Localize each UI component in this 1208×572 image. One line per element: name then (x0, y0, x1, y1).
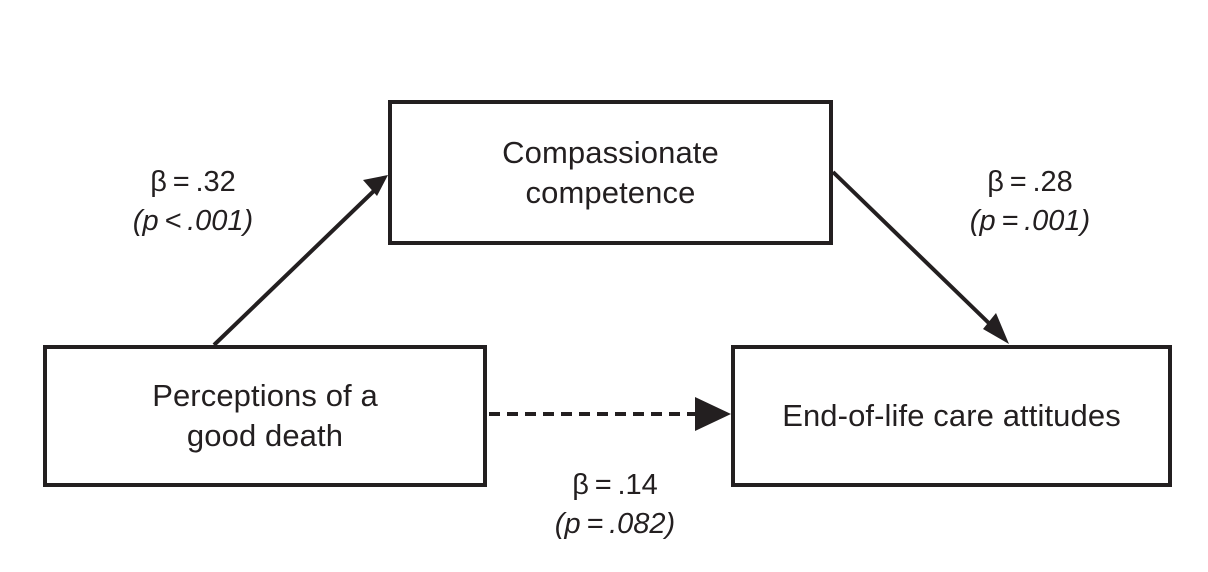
path-label-c-beta: β = .14 (572, 469, 658, 501)
arrowhead-b-icon (983, 313, 1009, 344)
node-box-outcome (731, 345, 1172, 487)
node-label-predictor: Perceptions of a good death (45, 347, 485, 485)
path-label-b: β = .28 (p = .001) (915, 163, 1145, 240)
node-label-mediator-line1: Compassionate (502, 134, 719, 170)
path-label-a: β = .32 (p < .001) (78, 163, 308, 240)
path-label-c: β = .14 (p = .082) (500, 466, 730, 543)
path-arrow-b (831, 170, 999, 333)
node-label-mediator-line2: competence (525, 174, 696, 210)
node-label-outcome-line1: End-of-life care attitudes (782, 398, 1121, 434)
node-box-mediator (388, 100, 833, 245)
path-arrow-a (212, 184, 381, 347)
path-label-a-pvalue: (p < .001) (132, 204, 254, 237)
node-label-outcome: End-of-life care attitudes (733, 347, 1170, 485)
node-label-mediator: Compassionate competence (390, 102, 831, 243)
node-label-predictor-line1: Perceptions of a (152, 378, 378, 414)
arrowhead-a-icon (363, 175, 388, 196)
node-label-predictor-line2: good death (186, 418, 344, 453)
path-label-b-beta: β = .28 (987, 166, 1073, 198)
path-label-b-pvalue: (p = .001) (969, 204, 1091, 237)
path-label-a-beta: β = .32 (150, 166, 236, 198)
arrowhead-c-icon (695, 397, 731, 431)
path-label-c-pvalue: (p = .082) (554, 507, 676, 540)
node-box-predictor (43, 345, 487, 487)
